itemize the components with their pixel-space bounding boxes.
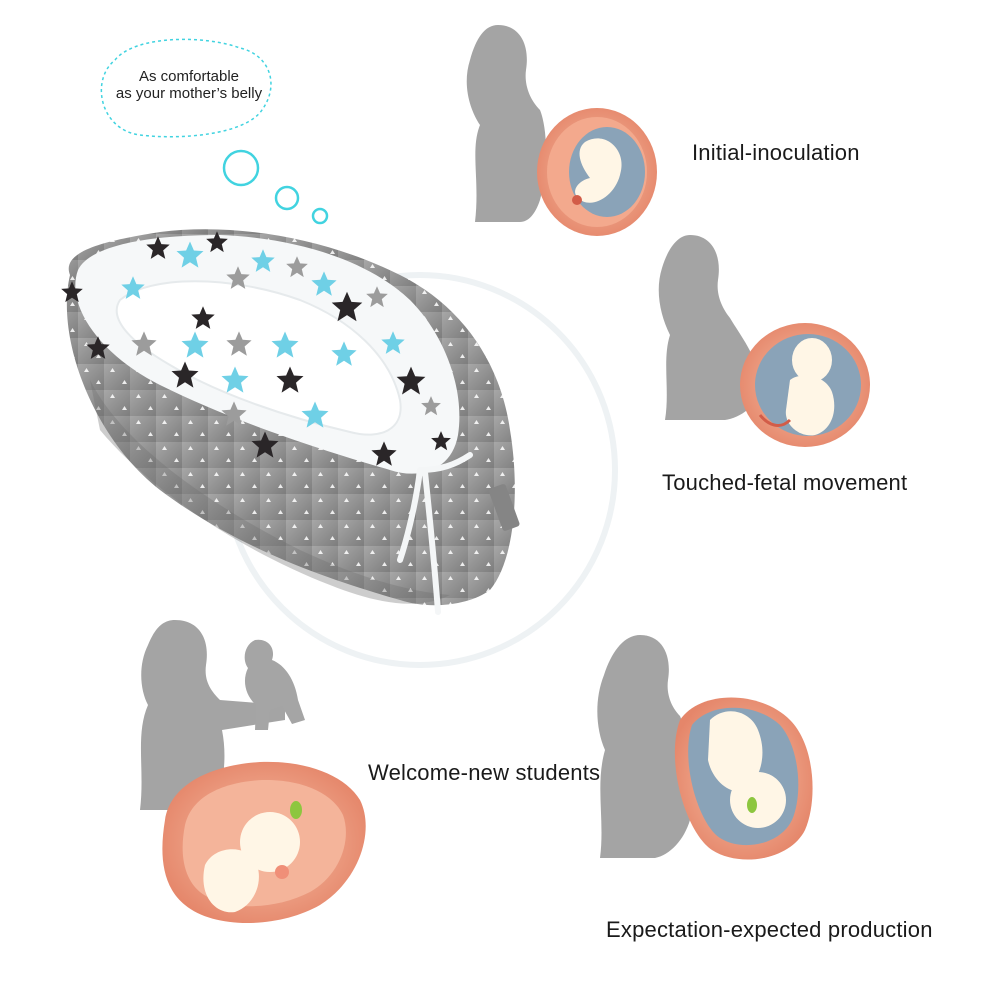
stage1-caption: Initial-inoculation xyxy=(692,140,860,165)
baby-nest xyxy=(61,229,520,615)
woman-silhouette-3 xyxy=(140,620,285,810)
bubble-line-2: as your mother’s belly xyxy=(115,85,263,102)
stage3-figure xyxy=(140,620,366,924)
stage4-caption: Expectation-expected production xyxy=(606,917,933,942)
stage2-caption: Touched-fetal movement xyxy=(662,470,908,495)
nest-strap xyxy=(488,484,520,531)
baby-silhouette xyxy=(244,639,305,730)
thought-bubble-text: As comfortable as your mother’s belly xyxy=(104,68,274,102)
nest-mattress xyxy=(115,280,402,436)
womb-movement xyxy=(740,323,870,447)
woman-silhouette-2 xyxy=(658,235,760,420)
woman-silhouette-1 xyxy=(466,25,546,222)
womb-late xyxy=(674,697,813,860)
womb-large xyxy=(162,761,366,924)
stage3-caption: Welcome-new students xyxy=(368,760,601,785)
bubble-line-1: As comfortable xyxy=(138,68,240,85)
stage1-figure xyxy=(466,25,657,236)
woman-silhouette-4 xyxy=(597,635,695,858)
stage2-figure xyxy=(658,235,870,447)
stage4-figure xyxy=(597,635,813,860)
thought-bubble xyxy=(100,38,329,225)
nest-ribbon xyxy=(397,452,473,615)
womb-early xyxy=(537,108,657,236)
